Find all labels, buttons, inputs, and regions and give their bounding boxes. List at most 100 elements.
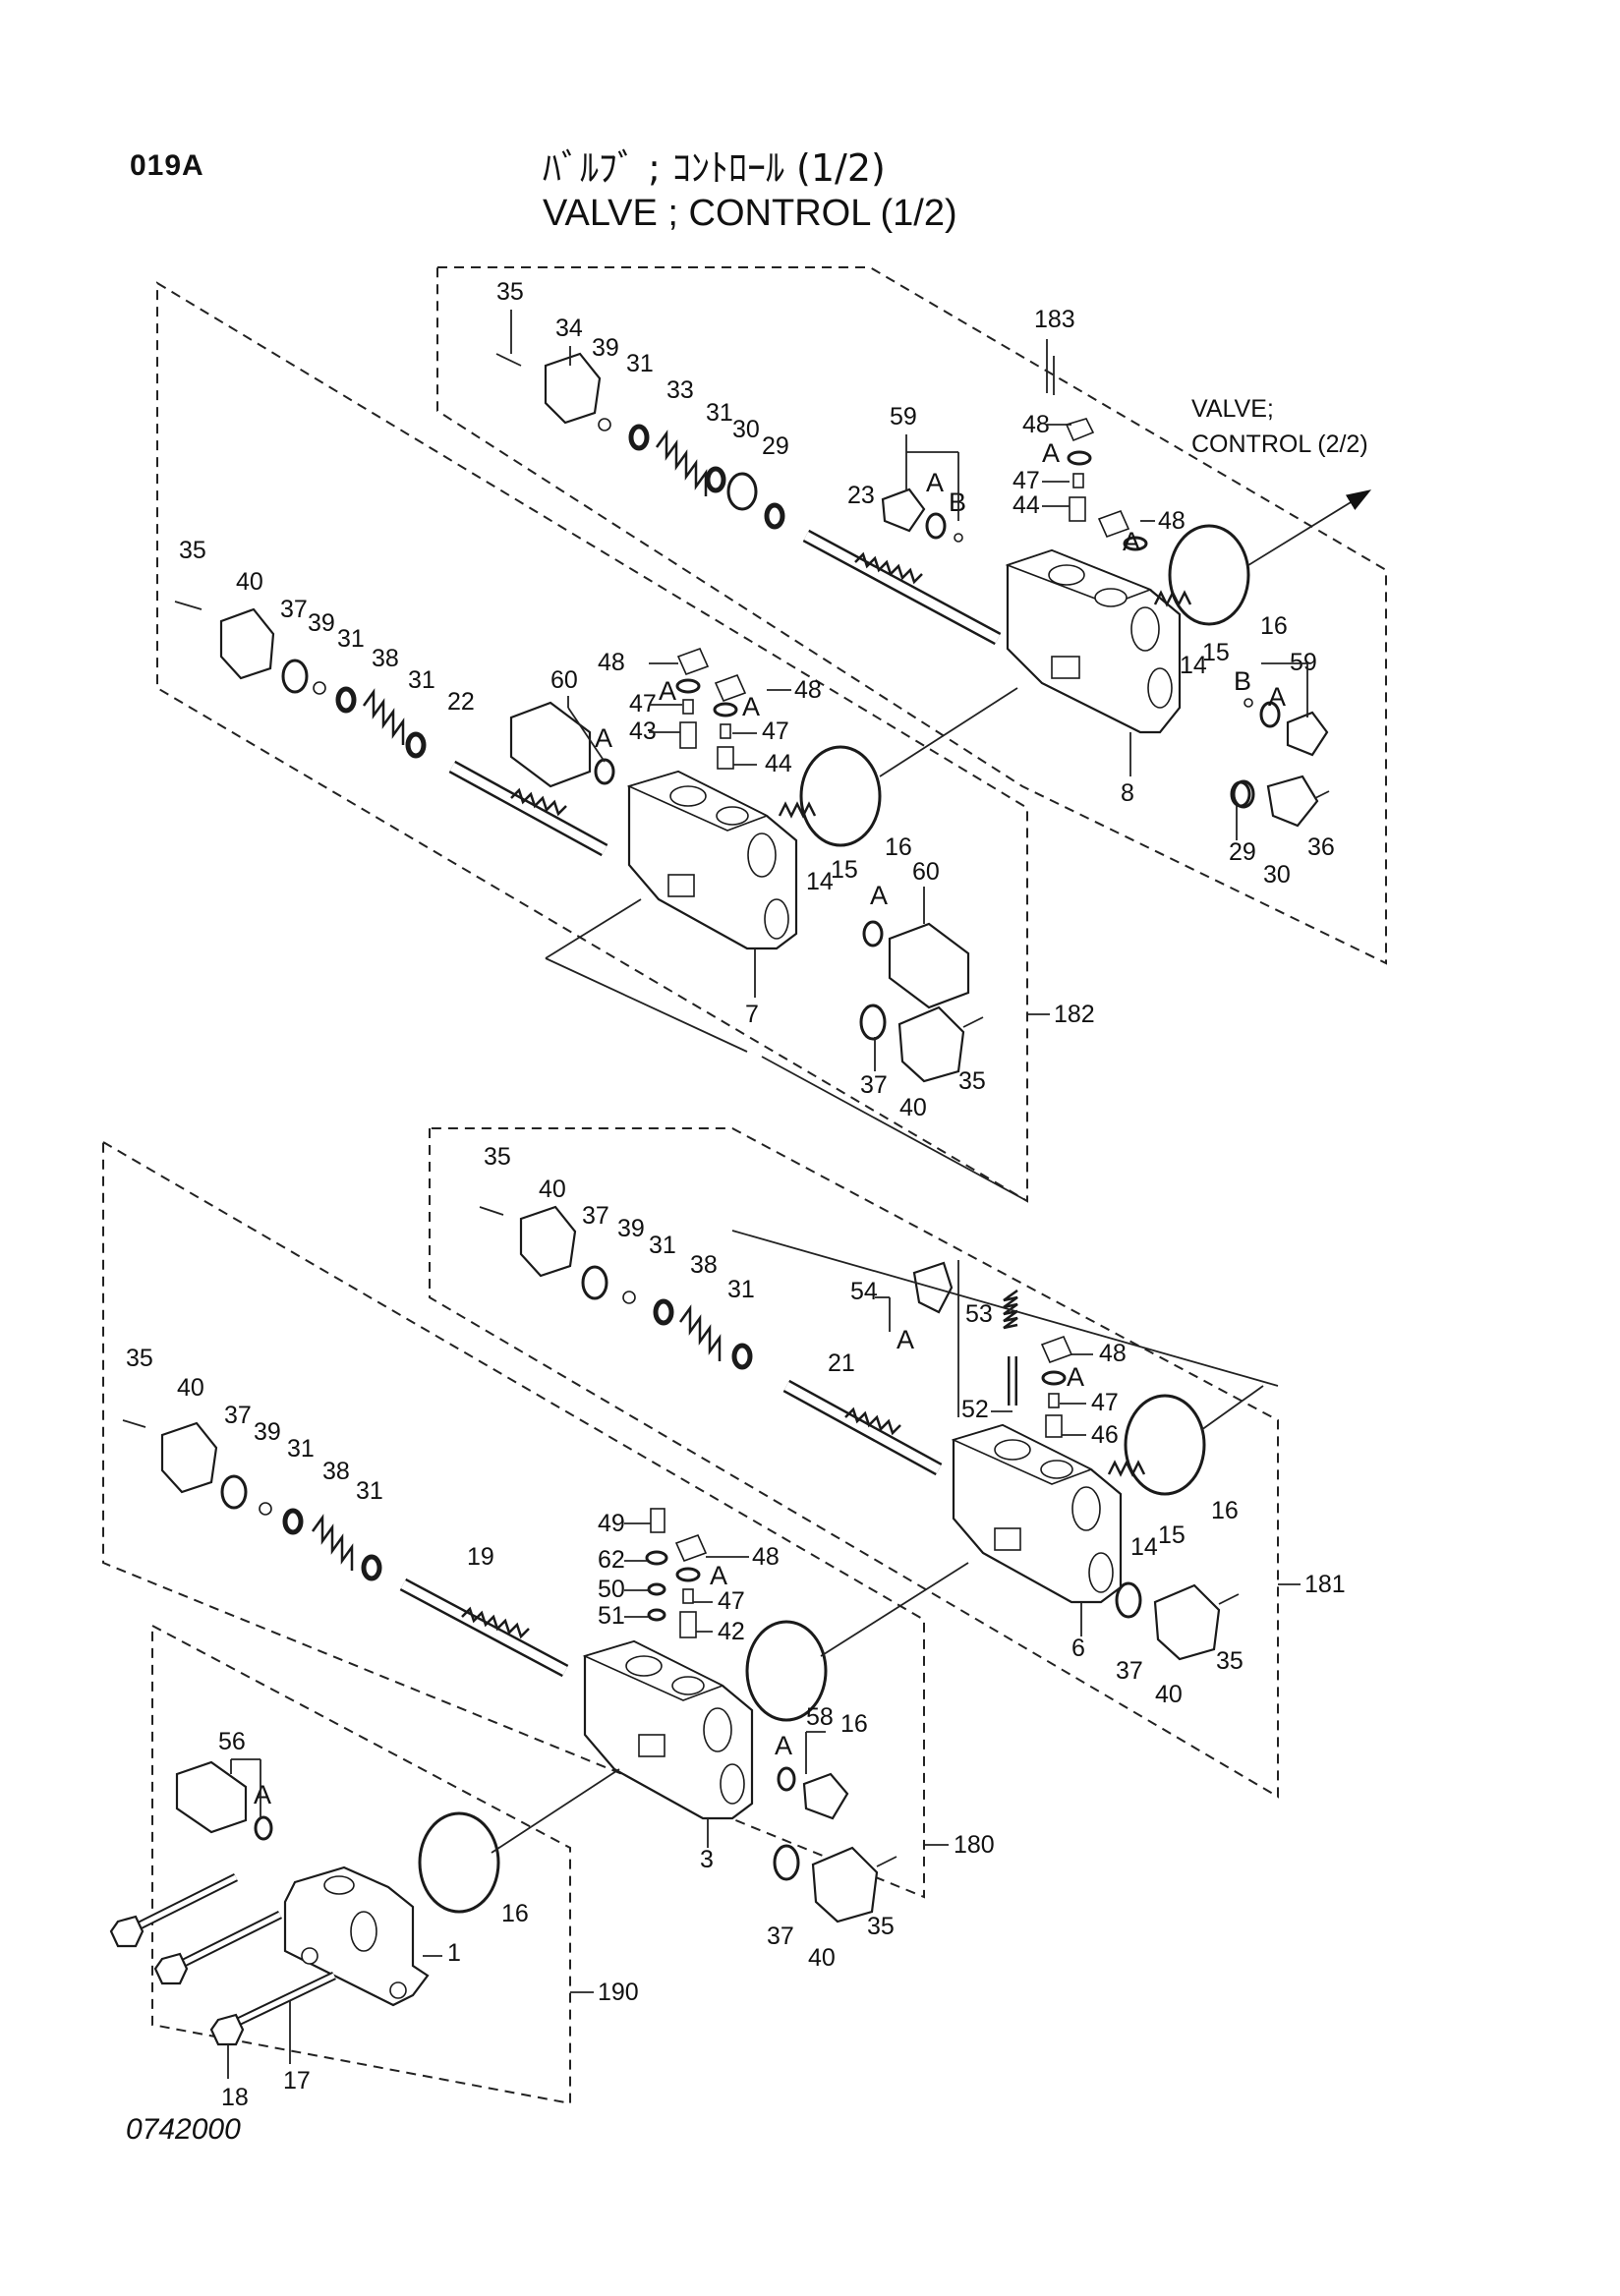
callout-47: 47 — [718, 1587, 745, 1615]
callout-15: 15 — [831, 856, 858, 884]
callout-23: 23 — [847, 482, 875, 509]
plug-59-lower — [1244, 698, 1329, 757]
group-181-boundary — [429, 1127, 1279, 1799]
callout-47: 47 — [1012, 467, 1040, 494]
callout-40: 40 — [899, 1094, 927, 1121]
valve-54-stack — [912, 1261, 1018, 1406]
callout-14: 14 — [1130, 1533, 1158, 1561]
callout-22: 22 — [447, 688, 475, 716]
callout-42: 42 — [718, 1618, 745, 1645]
oring-16-182 — [799, 745, 882, 847]
ref-a: A — [1067, 1362, 1084, 1392]
callout-31: 31 — [356, 1477, 383, 1505]
callout-31: 31 — [626, 350, 654, 377]
callout-58: 58 — [806, 1703, 834, 1731]
callout-6: 6 — [1071, 1635, 1085, 1662]
valve-section-8 — [1005, 548, 1182, 734]
callout-17: 17 — [283, 2067, 311, 2095]
callout-56: 56 — [218, 1728, 246, 1755]
callout-40: 40 — [808, 1944, 836, 1972]
spring-15-181 — [1107, 1460, 1146, 1477]
assembly-connecting-lines — [491, 687, 1279, 1854]
nuts-18 — [109, 1915, 245, 2046]
callout-18: 18 — [221, 2084, 249, 2111]
callout-43: 43 — [629, 718, 657, 745]
spool-end-stack-183 — [495, 352, 785, 530]
callout-38: 38 — [322, 1458, 350, 1485]
spool-end-stack-181 — [479, 1205, 753, 1370]
leader-lines — [227, 310, 1308, 2079]
relief-valve-60-upper — [509, 701, 615, 788]
plug-58 — [777, 1766, 849, 1820]
callout-29: 29 — [762, 432, 789, 460]
valve-section-6 — [951, 1423, 1123, 1604]
callout-48: 48 — [1022, 411, 1050, 438]
callout-48: 48 — [794, 676, 822, 704]
ref-a: A — [254, 1780, 271, 1809]
callout-31: 31 — [408, 666, 435, 694]
spool-23 — [802, 529, 1002, 646]
callout-31: 31 — [337, 625, 365, 653]
callout-48: 48 — [1158, 507, 1186, 535]
callout-35: 35 — [1216, 1647, 1244, 1675]
callout-54: 54 — [850, 1278, 878, 1305]
ref-a: A — [710, 1561, 727, 1590]
title-japanese: ﾊﾞﾙﾌﾞ ; ｺﾝﾄﾛｰﾙ (1/2) — [543, 146, 886, 190]
callout-14: 14 — [1180, 652, 1207, 679]
valve-section-3 — [582, 1639, 754, 1820]
callout-40: 40 — [539, 1176, 566, 1203]
ref-a: A — [742, 692, 760, 721]
ref-a: A — [870, 881, 888, 910]
end-cap-182-right — [859, 1004, 984, 1083]
callout-37: 37 — [582, 1202, 609, 1230]
group-labels: 183 182 181 180 190 — [598, 306, 1346, 2006]
callout-51: 51 — [598, 1602, 625, 1630]
callout-15: 15 — [1158, 1521, 1186, 1549]
callout-37: 37 — [860, 1071, 888, 1099]
relief-valve-56 — [175, 1760, 273, 1841]
title-english: VALVE ; CONTROL (1/2) — [543, 193, 957, 234]
callout-35: 35 — [484, 1143, 511, 1171]
group-label-182: 182 — [1054, 1001, 1095, 1028]
callout-39: 39 — [617, 1215, 645, 1242]
spool-end-stack-180 — [122, 1419, 382, 1581]
ref-a: A — [595, 723, 612, 753]
callout-47: 47 — [629, 690, 657, 718]
callout-59: 59 — [890, 403, 917, 430]
group-180-boundary — [102, 1140, 925, 1899]
callout-60: 60 — [550, 666, 578, 694]
spool-21 — [782, 1379, 943, 1476]
group-label-183: 183 — [1034, 306, 1075, 333]
oring-16-180 — [745, 1620, 828, 1722]
callout-44: 44 — [765, 750, 792, 777]
callouts-group-180: 35 40 37 39 31 38 31 19 49 62 50 51 48 A… — [126, 1345, 895, 1972]
callout-21: 21 — [828, 1349, 855, 1377]
tie-bolts-17 — [135, 1872, 336, 2028]
inlet-section-1 — [283, 1866, 430, 2007]
spool-22 — [448, 760, 608, 857]
group-190-boundary — [151, 1624, 571, 2105]
callout-15: 15 — [1202, 639, 1230, 666]
callout-52: 52 — [961, 1396, 989, 1423]
callout-40: 40 — [236, 568, 263, 596]
external-ref-line1: VALVE; — [1191, 395, 1274, 423]
group-label-180: 180 — [954, 1831, 995, 1859]
callout-48: 48 — [752, 1543, 780, 1571]
callout-37: 37 — [280, 596, 308, 623]
group-label-190: 190 — [598, 1979, 639, 2006]
callout-31: 31 — [649, 1232, 676, 1259]
callout-36: 36 — [1307, 833, 1335, 861]
group-label-181: 181 — [1304, 1571, 1346, 1598]
callout-49: 49 — [598, 1510, 625, 1537]
callout-37: 37 — [224, 1402, 252, 1429]
plug-stack-183 — [1065, 418, 1148, 551]
callout-31: 31 — [727, 1276, 755, 1303]
callout-48: 48 — [1099, 1340, 1127, 1367]
callout-53: 53 — [965, 1300, 993, 1328]
ref-a: A — [1268, 682, 1286, 712]
end-cap-181-right — [1115, 1581, 1240, 1661]
oring-16-190 — [418, 1811, 500, 1914]
callout-44: 44 — [1012, 491, 1040, 519]
callout-7: 7 — [745, 1001, 759, 1028]
